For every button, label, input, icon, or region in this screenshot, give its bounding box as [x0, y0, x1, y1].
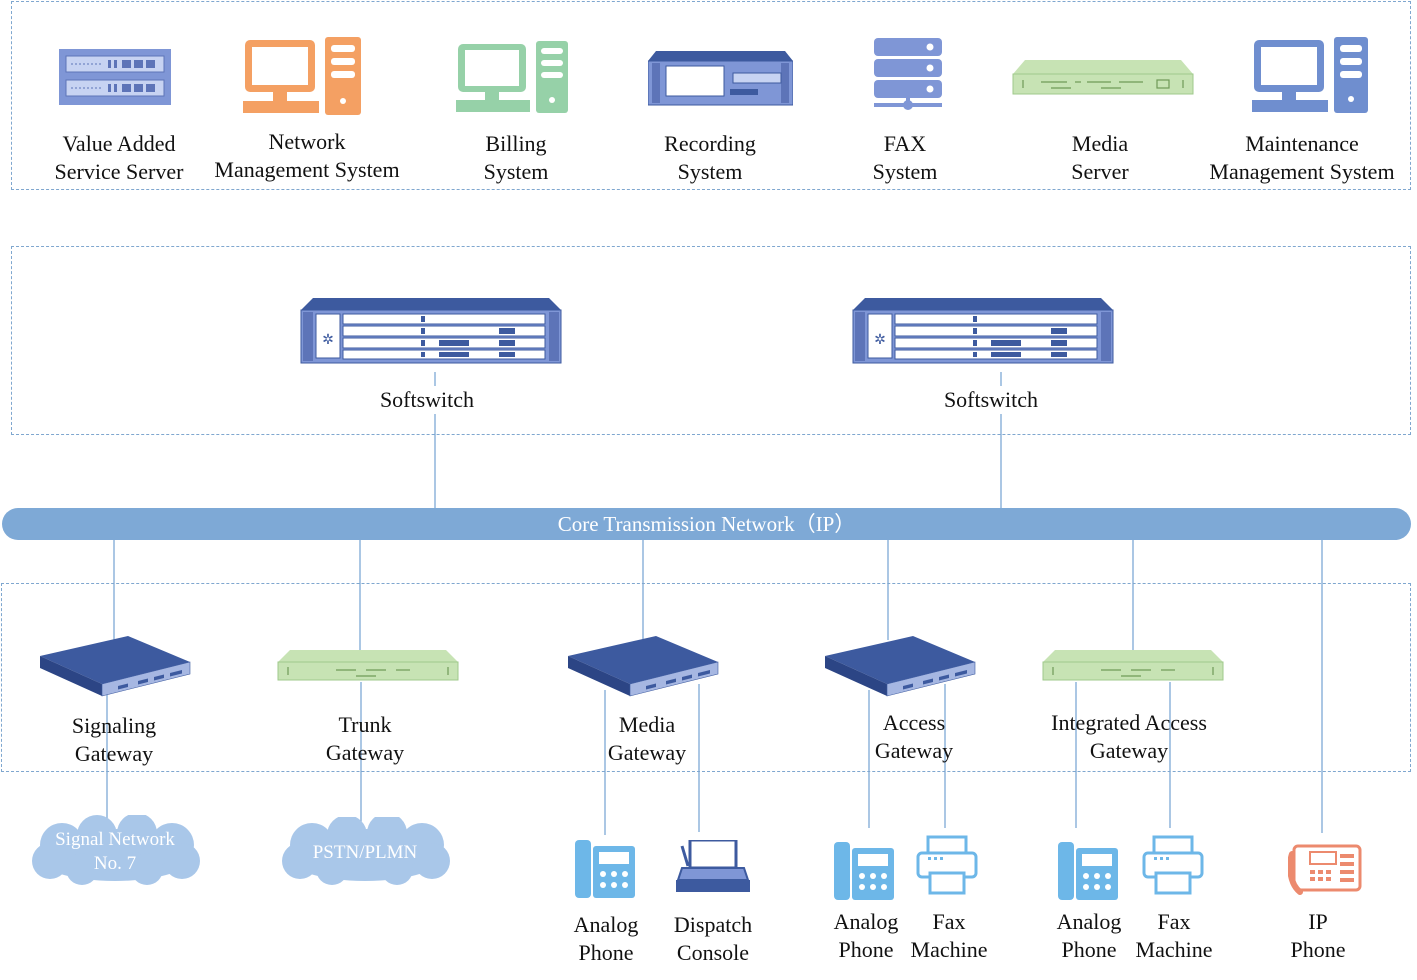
- service-layer-zone: [11, 1, 1411, 190]
- trunk-gateway-icon: [277, 650, 459, 681]
- svg-text:✲: ✲: [322, 332, 334, 348]
- fax-machine-icon: [916, 835, 978, 895]
- access-layer-zone: [1, 583, 1411, 772]
- computer-icon: [456, 41, 568, 113]
- signaling-gateway-icon: [40, 636, 191, 697]
- core-transmission-network: Core Transmission Network（IP）: [2, 508, 1411, 540]
- dispatch-console-icon: [676, 840, 750, 892]
- fax-machine-icon: [1142, 835, 1204, 895]
- pstn-cloud-icon: [282, 817, 450, 885]
- computer-icon: [1252, 37, 1368, 113]
- fax-server-icon: [874, 38, 942, 110]
- analog-phone-icon: [1058, 842, 1118, 900]
- analog-phone-icon: [834, 842, 894, 900]
- svg-text:✲: ✲: [874, 332, 886, 348]
- softswitch-chassis-icon: ✲: [852, 298, 1114, 364]
- softswitch-2-label: Softswitch: [941, 386, 1041, 414]
- softswitch-1-label: Softswitch: [377, 386, 477, 414]
- control-layer-zone: [11, 246, 1411, 435]
- pstn-plmn-label: PSTN/PLMN: [312, 842, 418, 863]
- signal-network-cloud-icon: [32, 815, 200, 885]
- media-server-icon: [1012, 60, 1194, 95]
- softswitch-chassis-icon: ✲: [300, 298, 562, 364]
- computer-icon: [243, 37, 361, 115]
- rack-server-icon: [59, 49, 171, 105]
- analog-phone-icon: [575, 840, 635, 898]
- media-gateway-icon: [568, 636, 719, 697]
- access-gateway-icon: [825, 636, 976, 697]
- integrated-access-gateway-icon: [1042, 650, 1224, 681]
- ip-phone-icon: [1288, 844, 1362, 895]
- recorder-icon: [648, 51, 793, 106]
